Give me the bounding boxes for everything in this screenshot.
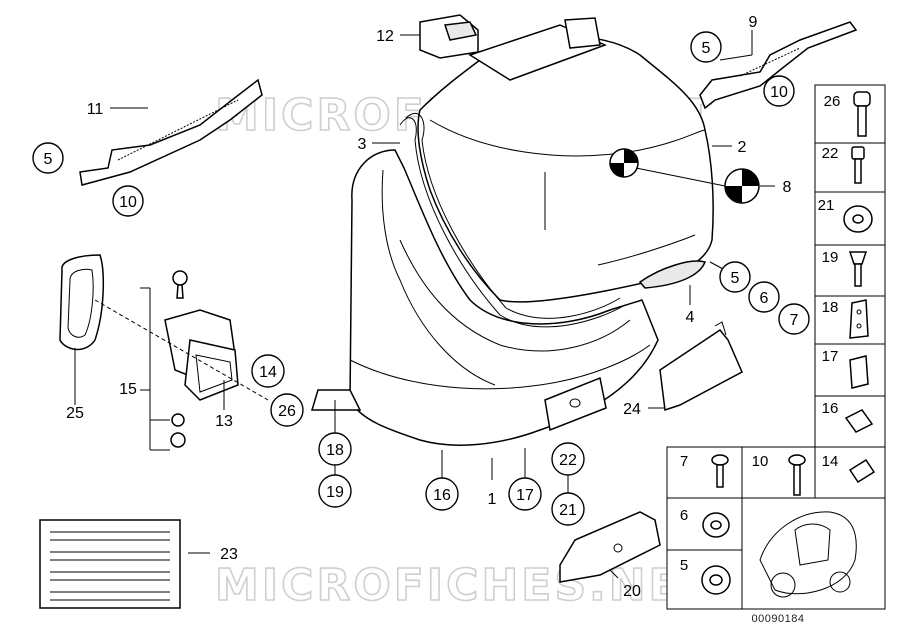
table-label-6: 6 xyxy=(680,507,688,524)
callout-circle-16: 16 xyxy=(425,477,459,511)
callout-11: 11 xyxy=(87,101,104,118)
grommet-5-icon xyxy=(701,565,731,595)
screw-7-icon xyxy=(711,454,729,488)
pad-14-icon xyxy=(848,458,876,484)
rivet-22-icon xyxy=(851,146,865,184)
table-label-14: 14 xyxy=(822,453,839,470)
svg-text:7: 7 xyxy=(790,312,799,329)
svg-text:5: 5 xyxy=(731,270,740,287)
svg-text:19: 19 xyxy=(326,484,344,501)
callout-23: 23 xyxy=(220,546,238,563)
screw-19-icon xyxy=(848,251,868,287)
table-label-18: 18 xyxy=(822,299,839,316)
pad-16-icon xyxy=(844,409,874,433)
table-label-7: 7 xyxy=(680,453,688,470)
callout-8: 8 xyxy=(783,179,792,196)
hinge-cap xyxy=(564,17,601,49)
callout-circle-10-top-right: 10 xyxy=(763,75,795,107)
callout-circle-5-top-right: 5 xyxy=(690,31,722,63)
lock-plate xyxy=(544,376,607,432)
callout-circle-14: 14 xyxy=(251,354,285,388)
frame-part xyxy=(59,254,105,351)
callout-13: 13 xyxy=(215,413,233,430)
svg-text:26: 26 xyxy=(278,403,296,420)
callout-circle-6: 6 xyxy=(748,281,780,313)
table-label-19: 19 xyxy=(822,249,839,266)
clip-18-icon xyxy=(849,299,869,339)
svg-text:17: 17 xyxy=(516,487,534,504)
hinge-bracket-part xyxy=(419,14,479,59)
callout-circle-17: 17 xyxy=(508,477,542,511)
svg-text:18: 18 xyxy=(326,442,344,459)
callout-12: 12 xyxy=(376,28,394,45)
svg-text:21: 21 xyxy=(559,502,577,519)
svg-text:5: 5 xyxy=(702,40,711,57)
callout-24: 24 xyxy=(623,401,641,418)
svg-text:10: 10 xyxy=(770,84,788,101)
watermark-bottom: MICROFICHES.NET xyxy=(215,560,715,611)
handle-strip-left xyxy=(79,78,263,186)
table-label-16: 16 xyxy=(822,400,839,417)
table-label-5: 5 xyxy=(680,557,688,574)
callout-circle-7: 7 xyxy=(778,303,810,335)
topcase-body xyxy=(349,149,659,446)
callout-circle-5-left: 5 xyxy=(32,142,64,174)
callout-circle-18: 18 xyxy=(318,432,352,466)
svg-text:10: 10 xyxy=(119,194,137,211)
motorcycle-thumbnail-icon xyxy=(759,511,857,598)
svg-text:6: 6 xyxy=(760,290,769,307)
callout-circle-21: 21 xyxy=(551,492,585,526)
trim-piece xyxy=(559,511,661,583)
table-label-26: 26 xyxy=(824,93,841,110)
pad-17-icon xyxy=(849,355,869,389)
label-sheet xyxy=(39,519,181,609)
svg-text:22: 22 xyxy=(559,452,577,469)
callout-circle-19: 19 xyxy=(318,474,352,508)
lock-mechanism xyxy=(164,270,239,448)
bmw-badge-large-icon xyxy=(724,168,760,204)
svg-text:5: 5 xyxy=(44,151,53,168)
callout-25: 25 xyxy=(66,405,84,422)
screw-10-icon xyxy=(788,454,806,496)
table-label-10: 10 xyxy=(752,453,769,470)
callout-9: 9 xyxy=(749,14,758,31)
hatch-piece xyxy=(659,328,743,412)
callout-1: 1 xyxy=(488,491,497,508)
washer-21-icon xyxy=(843,205,873,233)
washer-6-icon xyxy=(702,512,730,538)
bolt-26-icon xyxy=(853,91,871,137)
callout-3: 3 xyxy=(358,136,367,153)
diagram-code: 00090184 xyxy=(752,613,805,625)
table-label-21: 21 xyxy=(818,197,835,214)
callout-2: 2 xyxy=(738,139,747,156)
svg-text:14: 14 xyxy=(259,364,277,381)
callout-circle-22: 22 xyxy=(551,442,585,476)
lid-trim xyxy=(638,260,707,289)
topcase-lid xyxy=(417,35,714,303)
leader-lines xyxy=(74,30,775,579)
lid-seal xyxy=(399,117,626,328)
callout-circle-10-left: 10 xyxy=(112,185,144,217)
mount-plate xyxy=(310,389,362,411)
table-label-22: 22 xyxy=(822,145,839,162)
handle-strip-right xyxy=(699,21,858,110)
lid-seal-inner xyxy=(405,112,621,319)
svg-text:16: 16 xyxy=(433,487,451,504)
callout-20: 20 xyxy=(623,583,641,600)
callout-circle-5-right: 5 xyxy=(719,261,751,293)
callout-circle-26: 26 xyxy=(270,393,304,427)
table-label-17: 17 xyxy=(822,348,839,365)
bmw-badge-small-icon xyxy=(609,148,639,178)
callout-4: 4 xyxy=(686,309,695,326)
callout-15: 15 xyxy=(119,381,137,398)
